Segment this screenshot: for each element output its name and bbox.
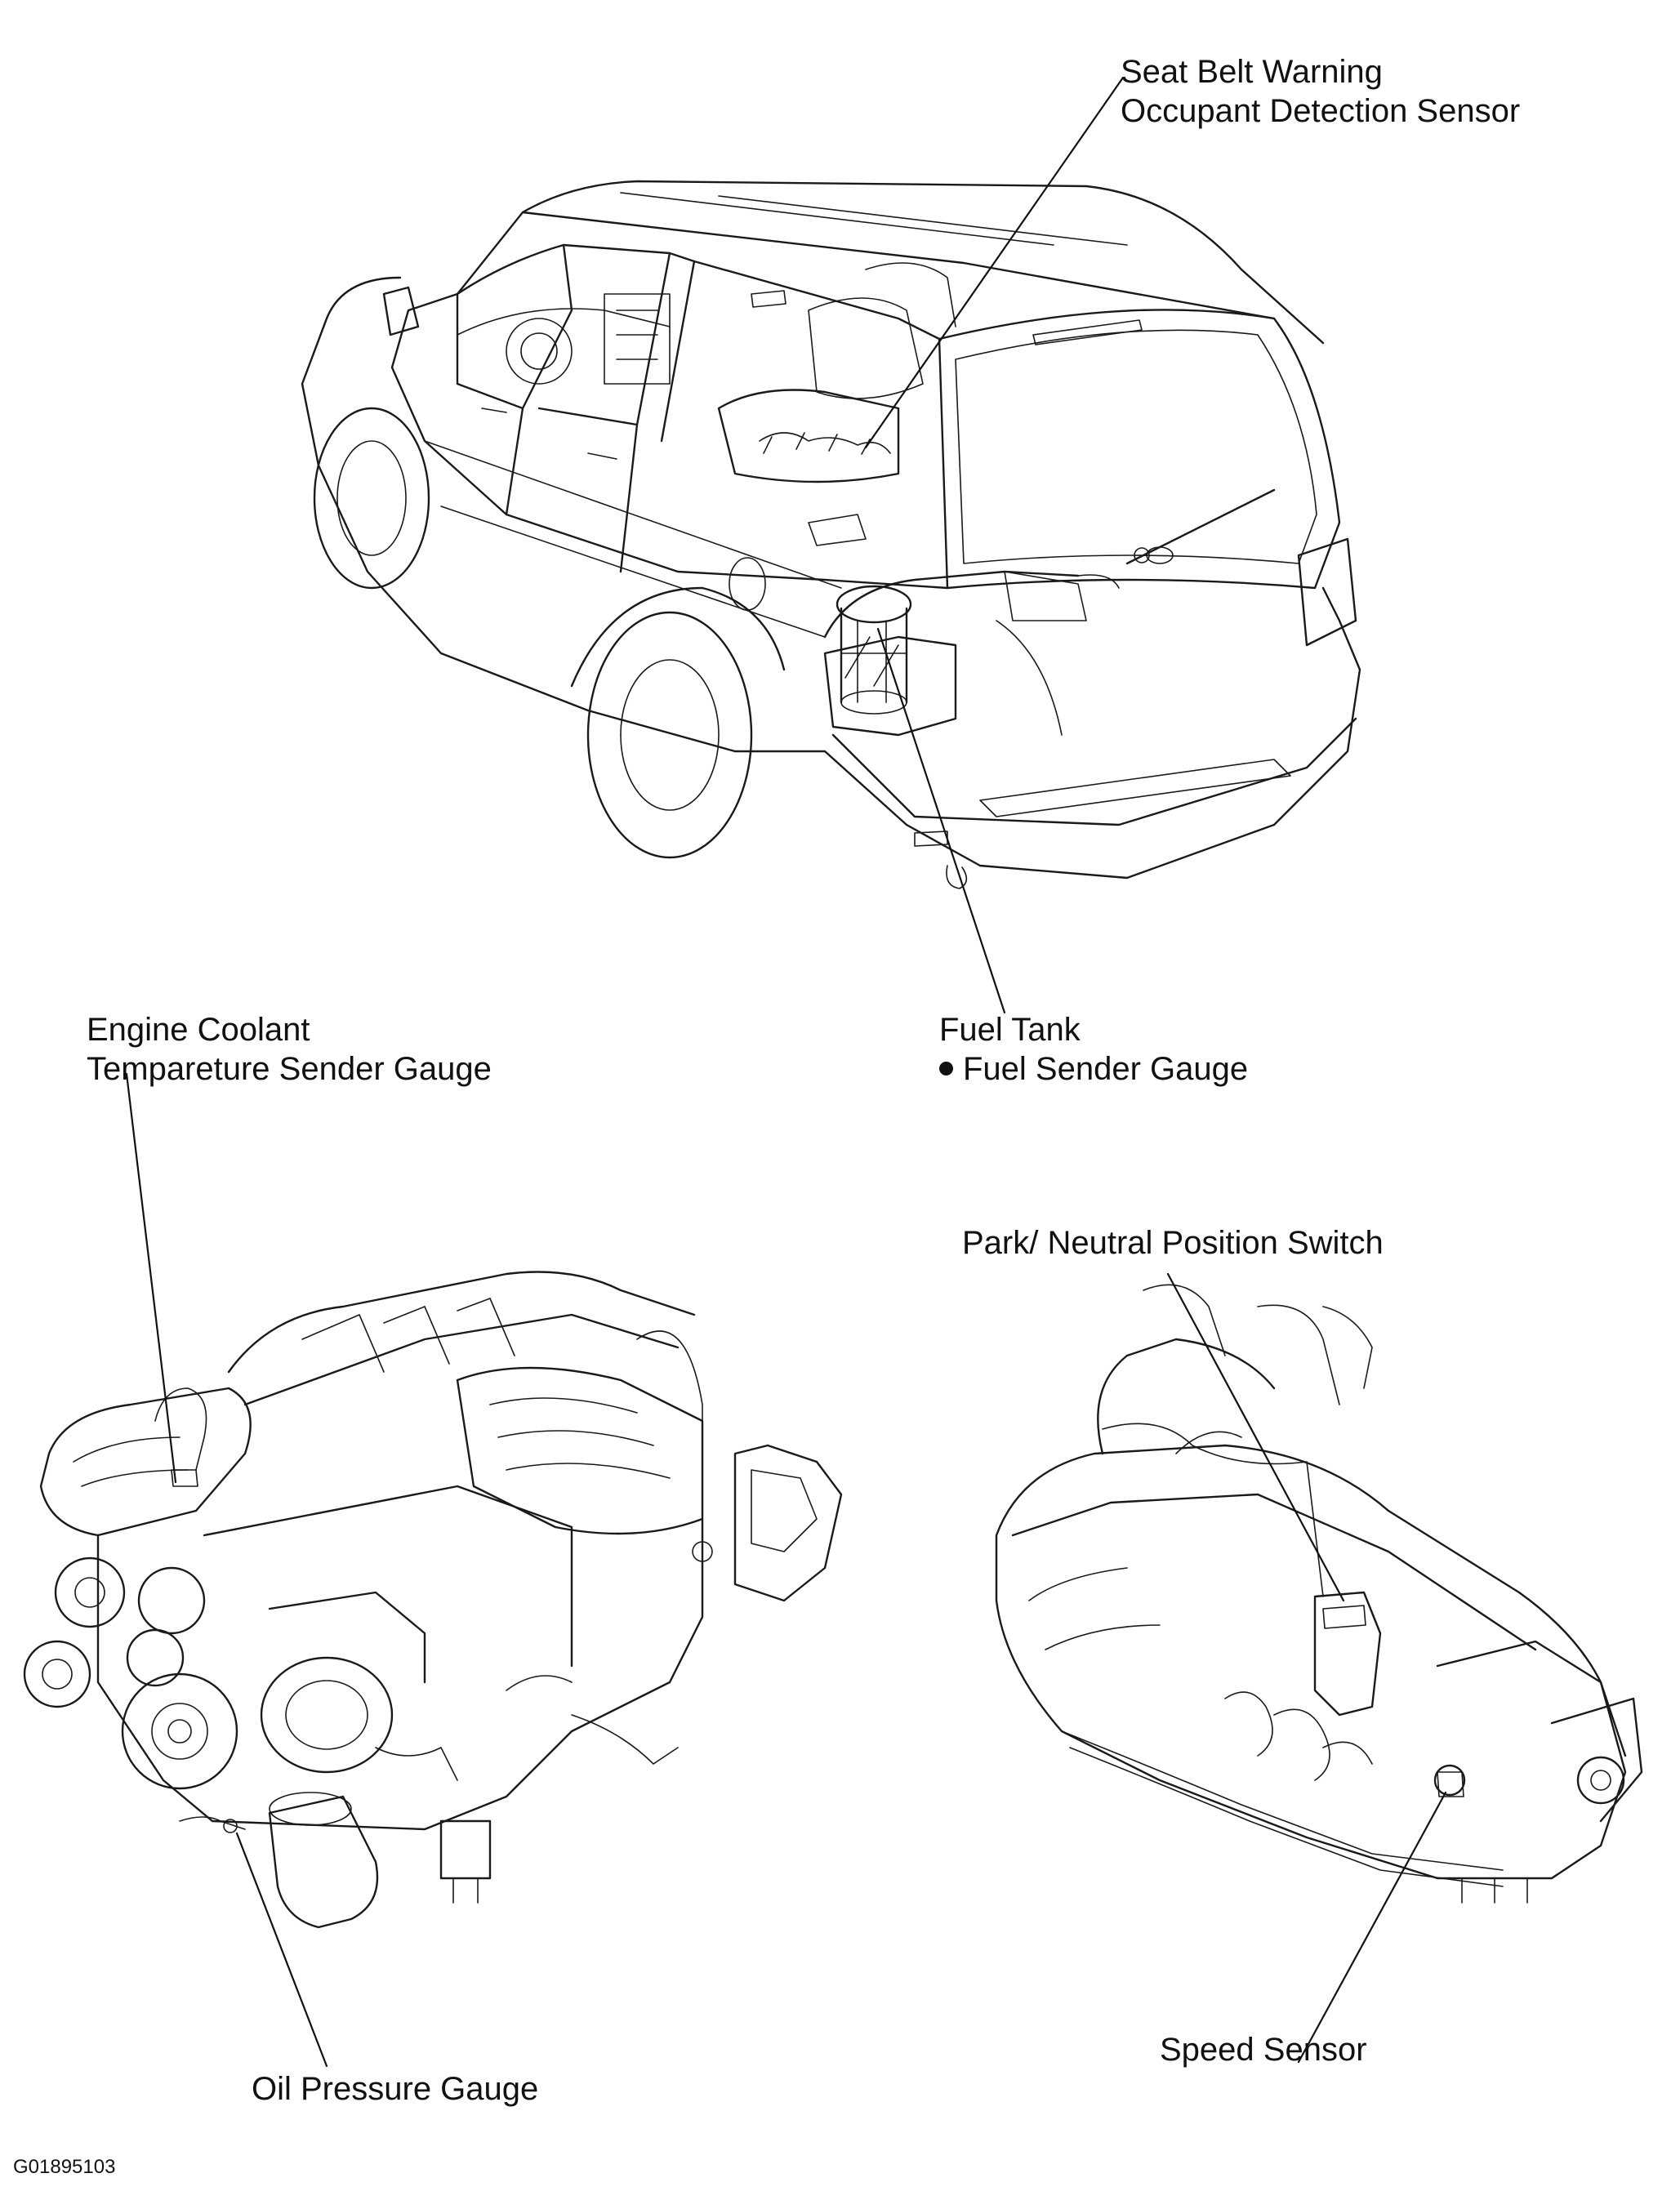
seat-belt-sensor-label: Seat Belt Warning Occupant Detection Sen… [1121, 52, 1520, 131]
coolant-sender-label: Engine Coolant Tempareture Sender Gauge [87, 1010, 492, 1089]
fuel-sender-label-line: Fuel Sender Gauge [939, 1049, 1248, 1089]
bullet-icon [939, 1061, 953, 1076]
fuel-tank-label: Fuel Tank Fuel Sender Gauge [939, 1010, 1248, 1089]
vehicle-illustration [301, 180, 1361, 889]
oil-pressure-leader [235, 1832, 328, 2068]
speed-sensor-label: Speed Sensor [1160, 2032, 1367, 2068]
seat-belt-sensor-label-line2: Occupant Detection Sensor [1121, 93, 1521, 129]
coolant-sender-leader [125, 1072, 177, 1484]
park-neutral-switch-leader [1166, 1272, 1345, 1602]
park-neutral-switch-label: Park/ Neutral Position Switch [962, 1225, 1384, 1261]
coolant-sender-label-line2: Tempareture Sender Gauge [87, 1051, 492, 1087]
figure-id: G01895103 [13, 2156, 116, 2178]
coolant-sender-label-line1: Engine Coolant [87, 1012, 310, 1048]
seat-belt-sensor-label-line1: Seat Belt Warning [1121, 54, 1383, 90]
speed-sensor-leader [1297, 1791, 1447, 2064]
engine-illustration [23, 1271, 843, 1929]
fuel-sender-leader [876, 627, 1006, 1014]
oil-pressure-gauge-label: Oil Pressure Gauge [252, 2071, 539, 2107]
transmission-illustration [995, 1284, 1643, 1904]
fuel-sender-label-text: Fuel Sender Gauge [963, 1051, 1249, 1087]
seat-belt-sensor-leader [864, 76, 1125, 449]
fuel-tank-label-line1: Fuel Tank [939, 1012, 1081, 1048]
